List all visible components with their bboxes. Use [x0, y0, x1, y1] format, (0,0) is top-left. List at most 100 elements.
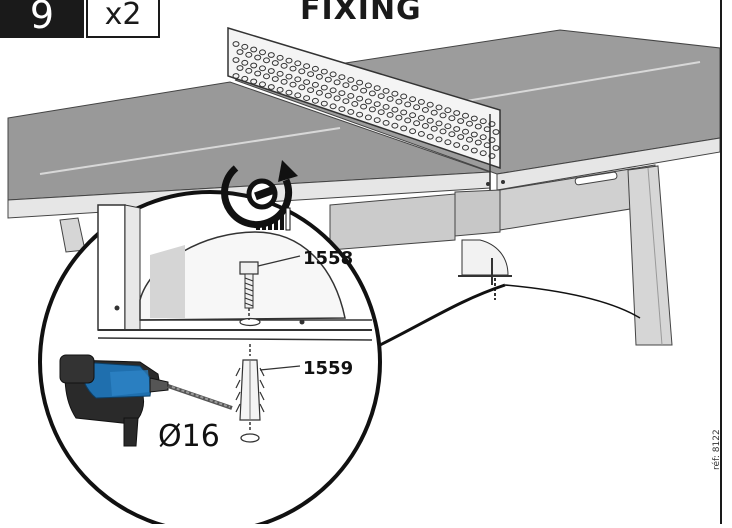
- net-hole: [294, 76, 302, 83]
- net-hole: [439, 128, 447, 135]
- drill-diameter-label: Ø16: [158, 419, 220, 454]
- net-hole: [466, 120, 473, 127]
- leg-left: [59, 217, 86, 253]
- net-hole: [474, 139, 482, 146]
- net-hole: [311, 65, 319, 72]
- net-hole: [462, 144, 469, 151]
- net-hole: [364, 82, 372, 89]
- net-hole: [386, 96, 394, 102]
- net-hole: [245, 51, 253, 58]
- net-hole: [360, 103, 368, 110]
- net-hole: [488, 137, 496, 143]
- net-hole: [294, 60, 302, 67]
- net-hole: [303, 79, 311, 85]
- net-hole: [453, 110, 461, 116]
- net-hole: [250, 62, 258, 69]
- net-hole: [280, 78, 288, 85]
- net-hole: [457, 118, 465, 124]
- net-hole: [347, 93, 355, 99]
- net-hole: [329, 71, 337, 78]
- net-hole: [271, 76, 279, 82]
- net-hole: [333, 95, 341, 102]
- net-hole: [404, 101, 412, 108]
- net-hole: [333, 79, 341, 86]
- net-hole: [492, 129, 500, 135]
- hammer-drill-icon: [59, 354, 233, 447]
- net-hole: [276, 70, 284, 77]
- net-hole: [356, 111, 364, 118]
- net-hole: [409, 112, 417, 119]
- screw-1558: [239, 255, 301, 320]
- net-hole: [263, 57, 270, 64]
- net-hole: [488, 121, 496, 127]
- net-hole: [289, 81, 297, 88]
- net-hole: [356, 79, 364, 86]
- net-hole: [404, 117, 412, 124]
- net-hole: [285, 73, 293, 80]
- net-hole: [382, 88, 390, 94]
- net-hole: [232, 41, 240, 47]
- net-hole: [377, 93, 385, 99]
- net-hole: [259, 49, 266, 56]
- net-hole: [241, 59, 249, 66]
- net-hole: [303, 63, 311, 69]
- net-hole: [417, 99, 425, 105]
- net-hole: [329, 103, 337, 110]
- net-hole: [342, 82, 350, 88]
- net-hole: [430, 125, 438, 132]
- torque-level-icon: [256, 207, 291, 231]
- net-hole: [448, 131, 456, 138]
- net-hole: [426, 117, 434, 124]
- net-hole: [267, 68, 275, 74]
- net-hole: [400, 109, 408, 116]
- net-hole: [453, 126, 461, 132]
- net-hole: [391, 106, 399, 113]
- page-border-right: [720, 0, 722, 524]
- net-hole: [373, 117, 381, 123]
- net-hole: [254, 54, 262, 61]
- net-hole: [421, 107, 429, 113]
- step-title: FIXING: [300, 0, 422, 27]
- net-hole: [474, 123, 482, 130]
- net-hole: [453, 142, 461, 148]
- step-number-badge: 9: [0, 0, 84, 38]
- net-hole: [426, 101, 434, 108]
- apron-center: [454, 189, 501, 237]
- net-hole: [492, 145, 500, 151]
- net-hole: [479, 118, 487, 125]
- net-hole: [315, 89, 323, 96]
- apron-left: [329, 193, 456, 251]
- plug-ref-label: 1559: [303, 358, 353, 379]
- net-hole: [320, 68, 328, 75]
- net-hole: [329, 87, 337, 94]
- net-hole: [236, 49, 244, 55]
- net-hole: [280, 62, 288, 69]
- quantity-badge: x2: [86, 0, 160, 38]
- net-hole: [409, 96, 417, 103]
- net-hole: [457, 134, 465, 140]
- bracket-side: [97, 204, 126, 331]
- net-hole: [470, 115, 478, 122]
- net-hole: [324, 92, 332, 99]
- handle-slot: [574, 171, 618, 186]
- net-hole: [413, 120, 421, 127]
- net-hole: [400, 93, 408, 100]
- net-hole: [315, 73, 323, 80]
- net-hole: [232, 73, 240, 79]
- wrench-rotate-icon: [221, 160, 298, 228]
- net-hole: [435, 136, 443, 143]
- net-hole: [236, 65, 244, 71]
- net-hole: [338, 106, 346, 112]
- net: [227, 26, 501, 170]
- net-hole: [342, 98, 350, 104]
- net-hole: [391, 90, 399, 97]
- net-hole: [351, 85, 359, 91]
- net-hole: [435, 120, 443, 127]
- net-hole: [347, 109, 355, 115]
- net-hole: [444, 107, 452, 114]
- net-hole: [271, 60, 279, 66]
- net-hole: [311, 81, 319, 88]
- net-hole: [444, 139, 452, 146]
- net-hole: [241, 75, 249, 82]
